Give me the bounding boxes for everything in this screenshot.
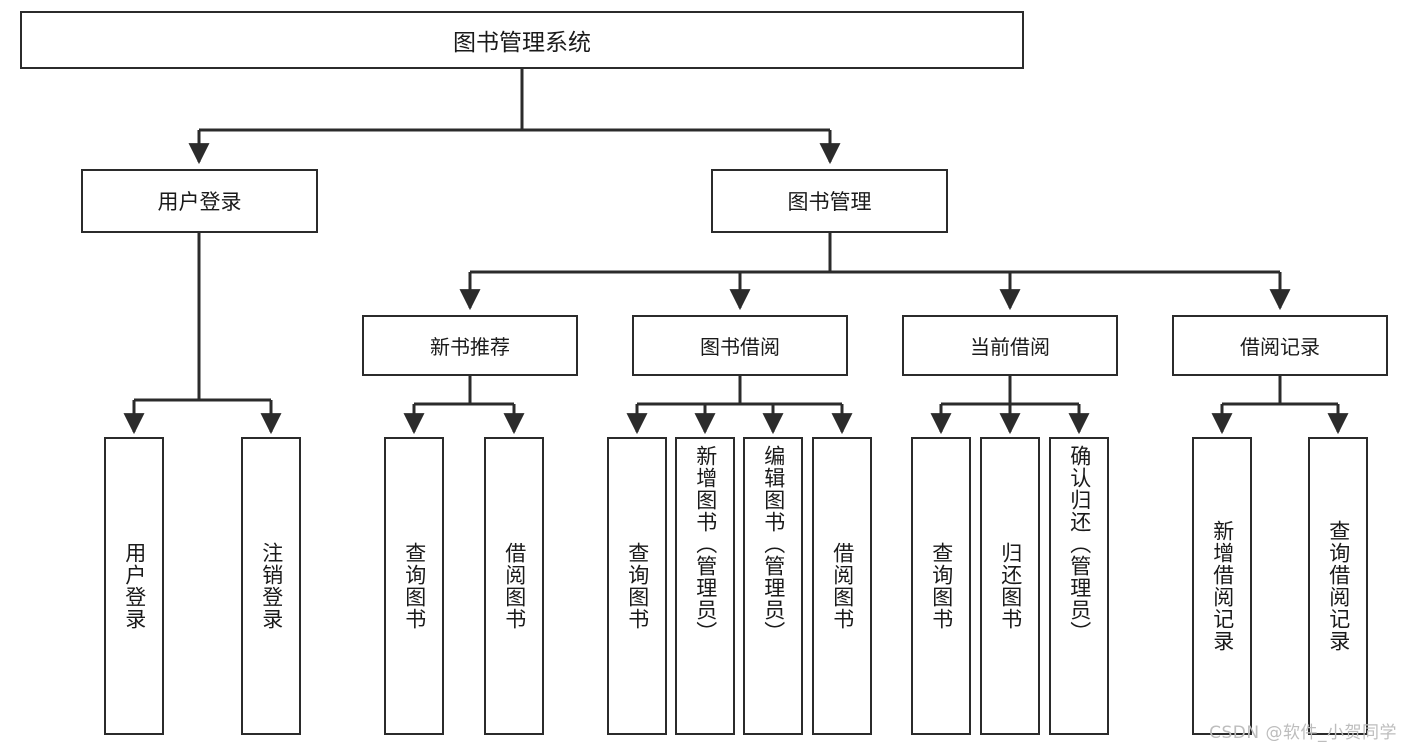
node-book-borrow-label: 图书借阅 xyxy=(700,335,780,359)
node-user-login-label: 用户登录 xyxy=(157,190,242,214)
node-new-book-recommend[interactable]: 新书推荐 xyxy=(362,315,578,376)
leaf-label: 用户登录 xyxy=(122,542,147,630)
leaf-current-confirm-return-admin[interactable]: 确认归还（管理员） xyxy=(1049,437,1109,735)
leaf-recommend-query-book[interactable]: 查询图书 xyxy=(384,437,444,735)
leaf-borrow-edit-book-admin[interactable]: 编辑图书（管理员） xyxy=(743,437,803,735)
leaf-current-return-book[interactable]: 归还图书 xyxy=(980,437,1040,735)
leaf-borrow-query-book[interactable]: 查询图书 xyxy=(607,437,667,735)
leaf-recommend-borrow-book[interactable]: 借阅图书 xyxy=(484,437,544,735)
node-user-login[interactable]: 用户登录 xyxy=(81,169,318,233)
leaf-label: 确认归还（管理员） xyxy=(1067,445,1092,643)
node-root-label: 图书管理系统 xyxy=(453,30,591,56)
node-borrow-records-label: 借阅记录 xyxy=(1240,335,1320,359)
leaf-label: 查询图书 xyxy=(929,542,954,630)
node-new-book-recommend-label: 新书推荐 xyxy=(430,335,510,359)
leaf-borrow-add-book-admin[interactable]: 新增图书（管理员） xyxy=(675,437,735,735)
watermark: CSDN @软件_小贺同学 xyxy=(1209,723,1397,743)
leaf-label: 编辑图书（管理员） xyxy=(761,445,786,643)
leaf-borrow-borrow-book[interactable]: 借阅图书 xyxy=(812,437,872,735)
node-borrow-records[interactable]: 借阅记录 xyxy=(1172,315,1388,376)
leaf-records-query-record[interactable]: 查询借阅记录 xyxy=(1308,437,1368,735)
leaf-label: 查询图书 xyxy=(402,542,427,630)
leaf-user-login-logout[interactable]: 注销登录 xyxy=(241,437,301,735)
node-current-borrow[interactable]: 当前借阅 xyxy=(902,315,1118,376)
leaf-records-add-record[interactable]: 新增借阅记录 xyxy=(1192,437,1252,735)
leaf-label: 新增借阅记录 xyxy=(1210,520,1235,652)
node-book-management[interactable]: 图书管理 xyxy=(711,169,948,233)
node-current-borrow-label: 当前借阅 xyxy=(970,335,1050,359)
leaf-label: 查询图书 xyxy=(625,542,650,630)
leaf-label: 查询借阅记录 xyxy=(1326,520,1351,652)
leaf-label: 归还图书 xyxy=(998,542,1023,630)
leaf-label: 新增图书（管理员） xyxy=(693,445,718,643)
leaf-current-query-book[interactable]: 查询图书 xyxy=(911,437,971,735)
node-book-borrow[interactable]: 图书借阅 xyxy=(632,315,848,376)
leaf-label: 借阅图书 xyxy=(502,542,527,630)
leaf-user-login-login[interactable]: 用户登录 xyxy=(104,437,164,735)
leaf-label: 注销登录 xyxy=(259,542,284,630)
node-book-management-label: 图书管理 xyxy=(787,190,872,214)
node-root-system[interactable]: 图书管理系统 xyxy=(20,11,1024,69)
leaf-label: 借阅图书 xyxy=(830,542,855,630)
